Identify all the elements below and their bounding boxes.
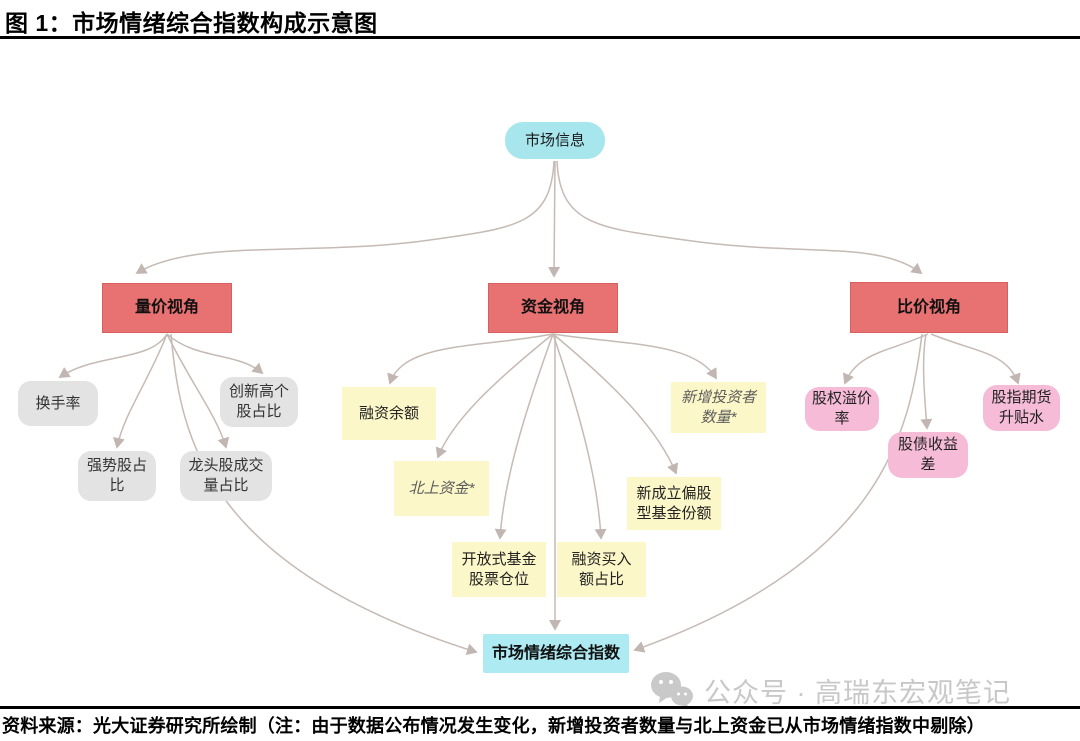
wechat-icon	[651, 672, 693, 709]
node-strong-stock-ratio: 强势股占 比	[78, 451, 156, 501]
node-new-high-stock-ratio: 创新高个 股占比	[220, 377, 298, 427]
node-index-futures-basis: 股指期货 升贴水	[983, 385, 1060, 431]
node-volume-price-view: 量价视角	[102, 283, 232, 333]
node-new-investor-count: 新增投资者 数量*	[671, 382, 766, 433]
node-composite-index: 市场情绪综合指数	[483, 634, 629, 673]
figure-title: 图 1：市场情绪综合指数构成示意图	[5, 10, 378, 36]
node-margin-buy-ratio: 融资买入 额占比	[557, 542, 646, 597]
watermark: 公众号 · 高瑞东宏观笔记	[650, 670, 1011, 710]
node-open-fund-equity-position: 开放式基金 股票仓位	[452, 542, 546, 597]
node-turnover: 换手率	[18, 381, 98, 426]
node-northbound-capital: 北上资金*	[394, 461, 489, 516]
node-price-ratio-view: 比价视角	[850, 282, 1008, 333]
watermark-text: 公众号 · 高瑞东宏观笔记	[704, 677, 1011, 708]
node-capital-view: 资金视角	[488, 283, 618, 333]
arrow-paths	[58, 160, 1021, 656]
node-margin-balance: 融资余额	[342, 387, 436, 440]
node-stock-bond-yield-gap: 股债收益 差	[888, 432, 968, 478]
node-market-info: 市场信息	[505, 122, 605, 159]
node-equity-risk-premium: 股权溢价 率	[805, 387, 879, 431]
node-new-equity-fund-shares: 新成立偏股 型基金份额	[627, 477, 721, 530]
node-leading-stock-volume-ratio: 龙头股成交 量占比	[180, 451, 272, 501]
title-divider	[0, 36, 1080, 39]
footer-divider	[0, 706, 1080, 709]
source-note: 资料来源：光大证券研究所绘制（注：由于数据公布情况发生变化，新增投资者数量与北上…	[2, 716, 985, 736]
